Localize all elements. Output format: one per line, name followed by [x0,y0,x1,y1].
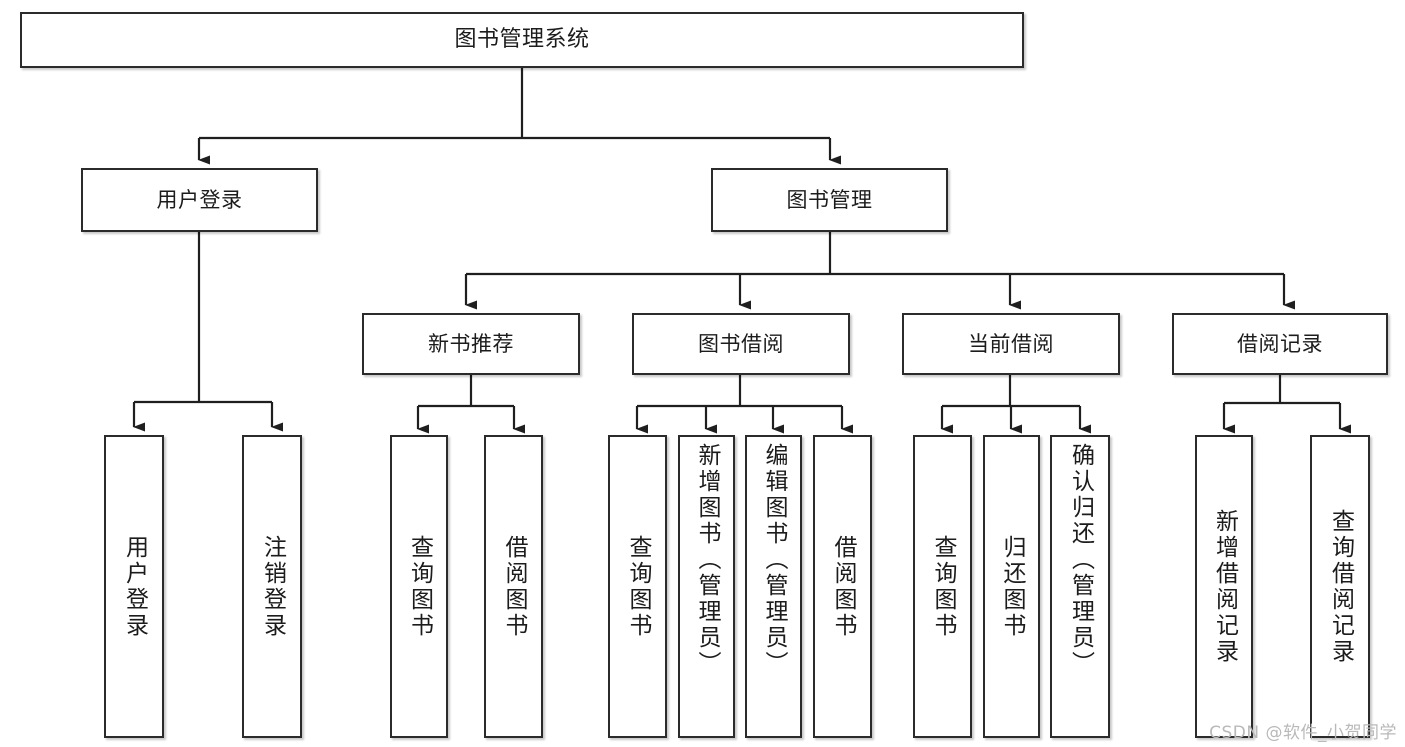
node-label: 图书管理系统 [454,27,590,53]
node-label: 归还图书 [999,534,1025,639]
node-label: 借阅图书 [830,534,856,639]
node-new-book-recommend[interactable]: 新书推荐 [362,313,580,375]
node-label: 借阅图书 [501,534,527,639]
leaf-logout-login[interactable]: 注销登录 [242,435,302,738]
node-label: 新增借阅记录 [1211,508,1238,665]
leaf-borrow-book-recommend[interactable]: 借阅图书 [484,435,543,738]
node-label: 编辑图书（管理员） [761,443,787,677]
node-label: 用户登录 [121,534,148,639]
node-label: 查询图书 [930,534,956,639]
node-label: 查询图书 [406,534,433,639]
node-root-system[interactable]: 图书管理系统 [20,12,1024,68]
leaf-query-book-borrow[interactable]: 查询图书 [608,435,667,738]
node-book-management[interactable]: 图书管理 [711,168,948,232]
node-label: 图书借阅 [698,331,784,356]
leaf-return-book[interactable]: 归还图书 [983,435,1040,738]
node-borrow-record[interactable]: 借阅记录 [1172,313,1388,375]
node-label: 确认归还（管理员） [1067,443,1094,677]
leaf-borrow-book[interactable]: 借阅图书 [813,435,872,738]
node-book-borrow[interactable]: 图书借阅 [632,313,850,375]
node-label: 当前借阅 [968,331,1054,356]
leaf-query-book-recommend[interactable]: 查询图书 [390,435,448,738]
leaf-edit-book-admin[interactable]: 编辑图书（管理员） [745,435,802,738]
node-label: 注销登录 [259,534,286,639]
leaf-query-borrow-record[interactable]: 查询借阅记录 [1310,435,1370,738]
csdn-watermark: CSDN @软件_小贺同学 [1209,723,1397,743]
leaf-add-book-admin[interactable]: 新增图书（管理员） [678,435,735,738]
leaf-confirm-return-admin[interactable]: 确认归还（管理员） [1050,435,1110,738]
leaf-query-book-current[interactable]: 查询图书 [913,435,972,738]
node-user-login[interactable]: 用户登录 [81,168,318,232]
node-label: 新书推荐 [428,331,514,356]
node-label: 新增图书（管理员） [694,443,720,677]
leaf-add-borrow-record[interactable]: 新增借阅记录 [1195,435,1253,738]
leaf-user-login[interactable]: 用户登录 [104,435,164,738]
node-label: 查询借阅记录 [1327,508,1354,665]
node-label: 图书管理 [786,187,873,212]
node-label: 用户登录 [156,187,243,212]
node-label: 借阅记录 [1237,331,1323,356]
node-current-borrow[interactable]: 当前借阅 [902,313,1120,375]
node-label: 查询图书 [625,534,651,639]
